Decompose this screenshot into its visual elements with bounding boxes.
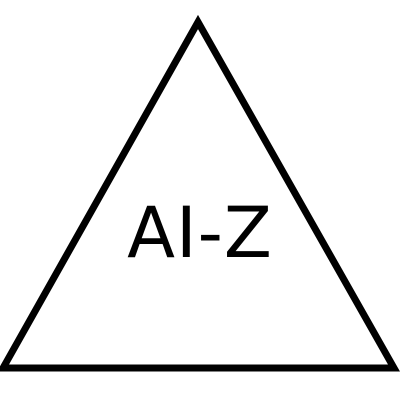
- logo-text: AI-Z: [127, 192, 273, 274]
- triangle-outline: [0, 14, 400, 372]
